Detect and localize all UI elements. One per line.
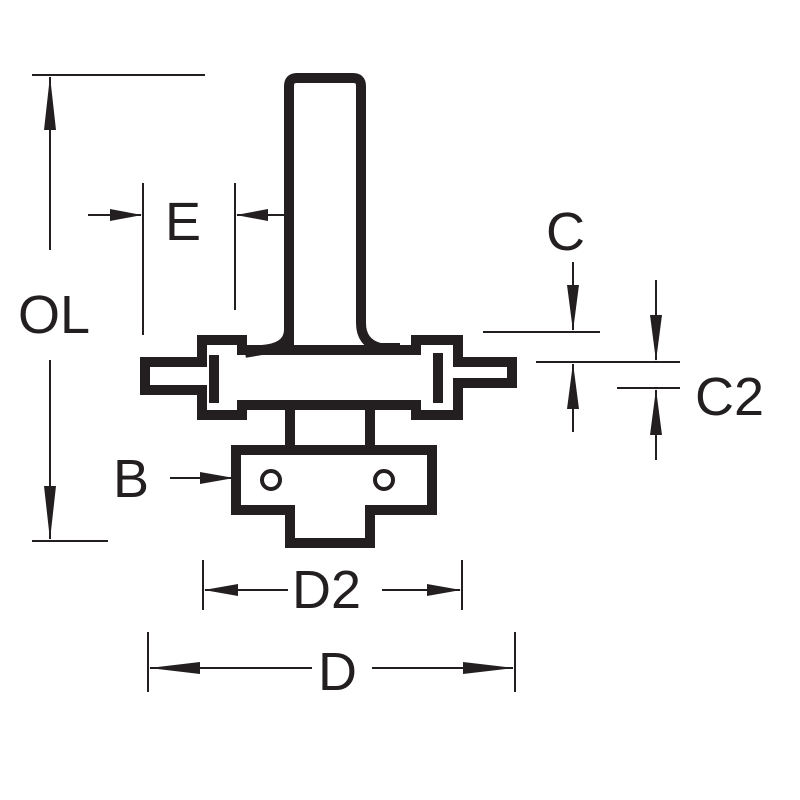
e-label: E [165,192,201,252]
dimension-d: D [147,632,516,702]
bearing-screw-right [373,469,395,491]
dimension-c2: C2 [600,280,764,460]
e-arrow-right [110,209,142,221]
bearing [231,445,437,548]
d-arrow-right [463,662,514,674]
ol-arrow-down [44,486,56,540]
shank [284,73,400,353]
d2-arrow-left [204,584,238,596]
e-arrow-left [236,209,268,221]
dimension-b: B [113,449,234,509]
c-arrow-up [567,363,579,409]
dimension-c: C [483,202,600,432]
d-label: D [318,642,357,702]
cutter-body [140,335,517,420]
d2-label: D2 [292,560,361,620]
bearing-screw-left [260,469,282,491]
dimension-ol: OL [18,74,205,542]
dimension-d2: D2 [202,560,463,620]
d-arrow-left [149,662,200,674]
c2-arrow-up [650,389,662,435]
ol-label: OL [18,285,90,345]
c2-label: C2 [695,367,764,427]
d2-arrow-right [427,584,461,596]
cutter-wing-right-inner [422,346,507,410]
ol-arrow-up [44,76,56,130]
c-arrow-down [567,285,579,331]
c2-arrow-down [650,315,662,361]
b-label: B [113,449,149,509]
c-label: C [546,202,585,262]
b-arrow [200,472,234,484]
arbor [285,405,375,455]
cutter-drawing [140,73,517,548]
dimension-e: E [88,183,290,335]
